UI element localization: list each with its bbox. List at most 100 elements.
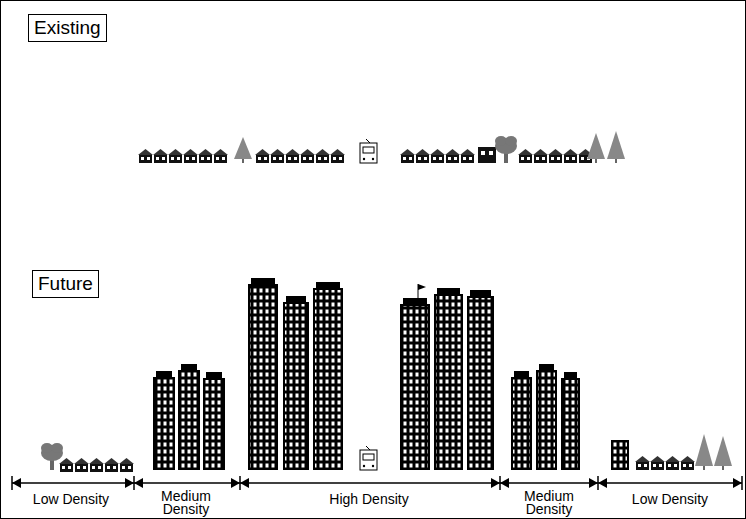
arrow-head	[589, 478, 598, 488]
small-building	[611, 440, 629, 470]
tree-crown	[51, 443, 63, 453]
house-window	[481, 151, 485, 155]
house-roof	[285, 149, 300, 155]
house-roof	[533, 149, 548, 155]
tram-light	[363, 465, 365, 467]
house-window	[92, 466, 95, 469]
building	[400, 304, 430, 470]
building-top	[156, 371, 172, 378]
house-body	[199, 155, 212, 163]
house-window	[258, 157, 261, 160]
house-roof	[635, 456, 650, 462]
house-window	[309, 157, 312, 160]
house-window	[439, 157, 442, 160]
arrow-head	[125, 478, 134, 488]
house-body	[139, 155, 152, 163]
tram	[360, 450, 377, 470]
house-window	[409, 157, 412, 160]
house-window	[572, 157, 575, 160]
building-windows	[155, 379, 173, 468]
house-window	[683, 464, 686, 467]
building-top	[437, 288, 460, 295]
house-window	[62, 466, 65, 469]
building	[467, 296, 494, 470]
house-window	[264, 157, 267, 160]
house-window	[581, 157, 584, 160]
house-window	[521, 157, 524, 160]
building-top	[316, 282, 340, 289]
house-body	[169, 155, 182, 163]
house-body	[75, 464, 88, 472]
density-label: Low Density	[31, 493, 111, 506]
building	[434, 294, 463, 470]
house-body	[446, 155, 459, 163]
house-window	[147, 157, 150, 160]
house-window	[668, 464, 671, 467]
house-body	[651, 462, 664, 470]
pine-tree	[587, 133, 605, 159]
flag	[418, 284, 426, 290]
house-roof	[563, 149, 578, 155]
density-label: Low Density	[630, 493, 710, 506]
house-window	[653, 464, 656, 467]
house-roof	[183, 149, 198, 155]
house-roof	[415, 149, 430, 155]
house-window	[469, 157, 472, 160]
dimension-line	[12, 482, 742, 484]
house-window	[141, 157, 144, 160]
building	[511, 377, 532, 470]
house-window	[216, 157, 219, 160]
arrow-head	[134, 478, 143, 488]
pine-tree	[607, 131, 625, 159]
small-building	[478, 147, 496, 163]
house-roof	[104, 458, 119, 464]
tram-pole	[366, 446, 370, 450]
tram-light	[363, 158, 365, 160]
house-window	[186, 157, 189, 160]
house-window	[339, 157, 342, 160]
house-window	[77, 466, 80, 469]
density-label-box: Medium Density	[509, 490, 589, 518]
house-window	[288, 157, 291, 160]
house-window	[156, 157, 159, 160]
house-body	[286, 155, 299, 163]
house-window	[207, 157, 210, 160]
house-window	[98, 466, 101, 469]
house-roof	[315, 149, 330, 155]
house-body	[549, 155, 562, 163]
building-windows	[469, 298, 492, 468]
building	[561, 378, 580, 470]
arrow-head	[12, 478, 21, 488]
house-window	[454, 157, 457, 160]
house-roof	[89, 458, 104, 464]
density-label: Medium Density	[509, 490, 589, 516]
building	[283, 302, 309, 470]
building-windows	[285, 304, 307, 468]
house-roof	[518, 149, 533, 155]
arrow-head	[733, 478, 742, 488]
arrow-head	[240, 478, 249, 488]
house-window	[448, 157, 451, 160]
building-windows	[613, 442, 627, 468]
building	[203, 378, 225, 470]
house-roof	[650, 456, 665, 462]
house-window	[489, 151, 493, 155]
house-window	[536, 157, 539, 160]
house-body	[331, 155, 344, 163]
building	[153, 377, 175, 470]
tram-pole	[366, 139, 370, 143]
house-body	[256, 155, 269, 163]
house-body	[431, 155, 444, 163]
box-label: Existing	[34, 17, 101, 39]
house-window	[566, 157, 569, 160]
house-window	[303, 157, 306, 160]
building-windows	[180, 372, 198, 468]
house-body	[120, 464, 133, 472]
arrow-head	[500, 478, 509, 488]
house-roof	[665, 456, 680, 462]
house-body	[154, 155, 167, 163]
tram-window	[363, 147, 374, 153]
house-roof	[119, 458, 134, 464]
